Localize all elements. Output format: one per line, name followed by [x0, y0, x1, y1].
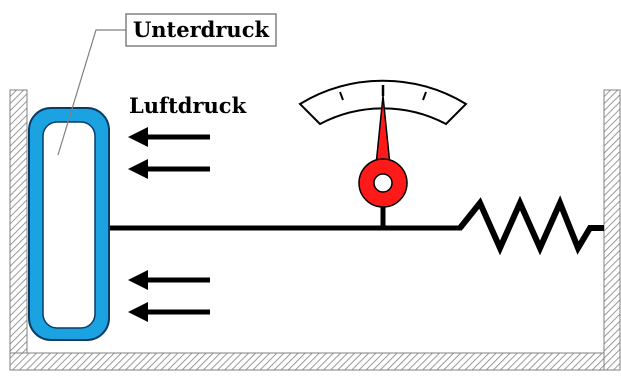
- pressure-gauge-icon: [298, 79, 468, 228]
- arrow-icon: [128, 159, 210, 179]
- unterdruck-label: Unterdruck: [133, 17, 270, 42]
- gauge-hub-center: [373, 173, 393, 193]
- air-pressure-arrows: [128, 127, 210, 322]
- spring-icon: [457, 195, 604, 256]
- arrow-icon: [128, 302, 210, 322]
- arrow-icon: [128, 127, 210, 147]
- vacuum-capsule-icon: [28, 107, 110, 341]
- gauge-tick: [422, 91, 427, 101]
- bottom-wall: [9, 352, 621, 371]
- gauge-tick: [339, 91, 344, 101]
- unterdruck-label-box: Unterdruck: [125, 13, 277, 47]
- right-wall: [603, 89, 621, 371]
- housing: [9, 89, 621, 371]
- label-leader-line: [57, 29, 126, 156]
- arrow-icon: [128, 270, 210, 290]
- luftdruck-label: Luftdruck: [129, 93, 247, 118]
- left-wall: [9, 89, 28, 371]
